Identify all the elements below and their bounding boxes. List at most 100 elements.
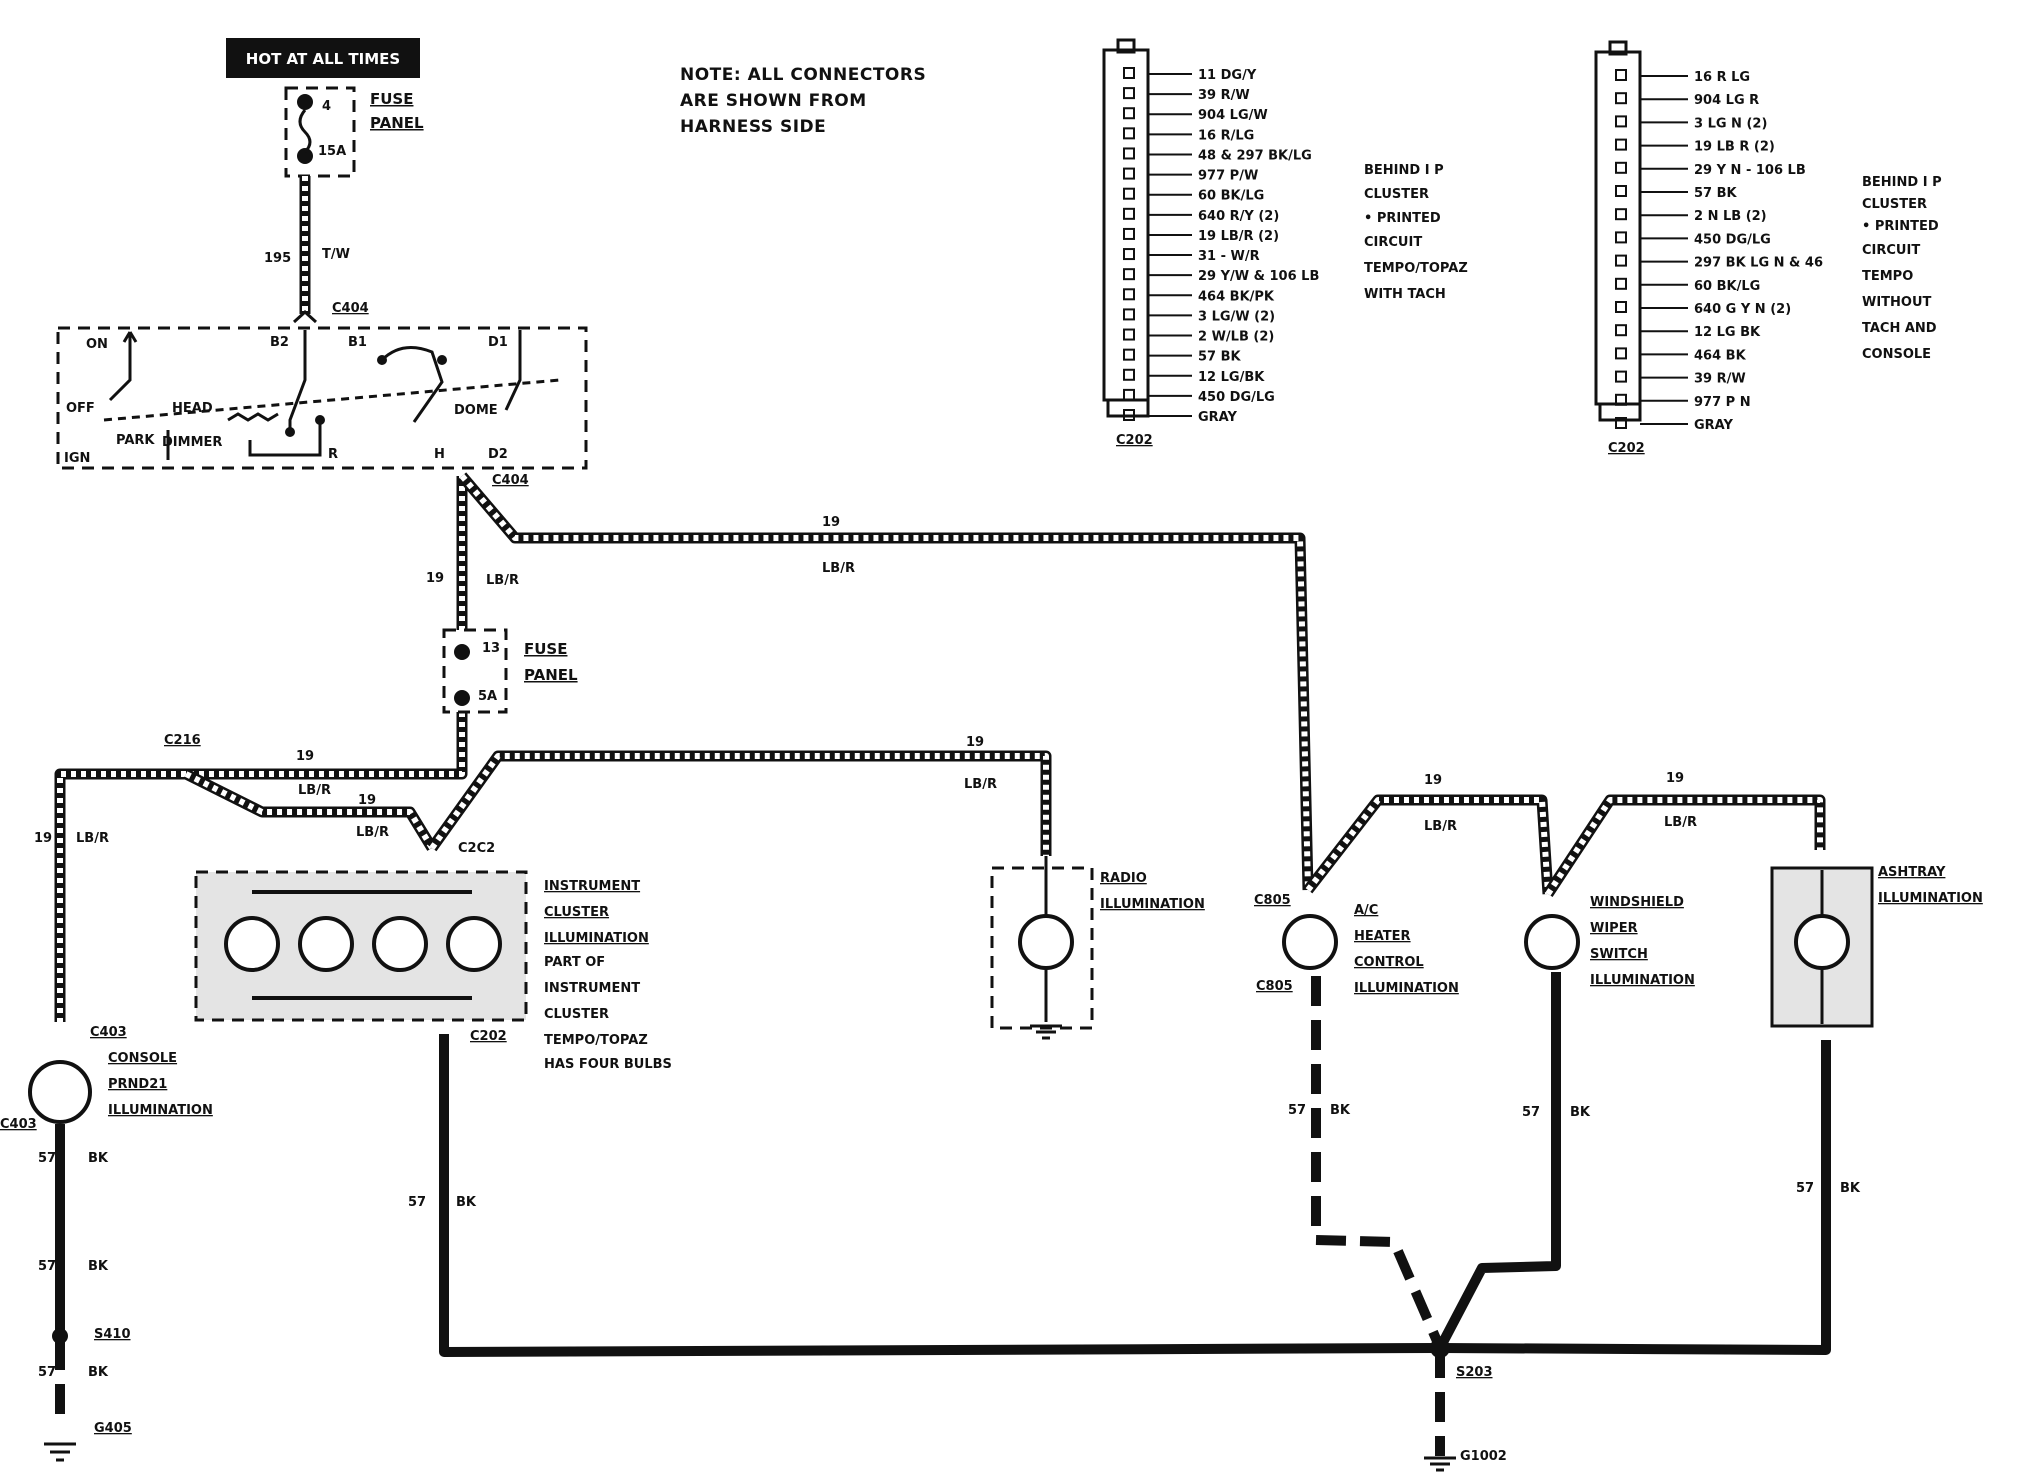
pin-cavity (1615, 185, 1627, 197)
switch-on: ON (86, 337, 108, 352)
pin-label: 60 BK/LG (1694, 279, 1760, 294)
pin-cavity (1123, 167, 1135, 180)
pin-cavity (1615, 324, 1627, 337)
pin-label: 977 P N (1694, 395, 1751, 410)
switch-h: H (434, 447, 445, 462)
gnd-color-6: BK (1570, 1105, 1591, 1120)
ac-heater-illumination (1282, 914, 1338, 970)
hot-label-box (226, 38, 420, 78)
pin-cavity (1123, 147, 1135, 160)
fuse2-rating: 5A (478, 689, 497, 704)
pin-cavity (1123, 388, 1135, 401)
ashtray-label-2: ILLUMINATION (1878, 891, 1983, 906)
switch-d1: D1 (488, 335, 508, 350)
label-color-b: LB/R (822, 561, 855, 576)
pin-label: 450 DG/LG (1198, 390, 1275, 405)
wire195-color: T/W (322, 247, 350, 262)
pin-label: 450 DG/LG (1694, 232, 1771, 247)
connector-c403-top: C403 (90, 1025, 127, 1040)
cv1-desc-1: BEHIND I P (1364, 163, 1444, 178)
gnd-color-2: BK (88, 1259, 109, 1274)
switch-ign: IGN (64, 451, 90, 466)
pin-cavity (1615, 370, 1627, 383)
label-circuit-e: 19 (966, 735, 984, 750)
switch-dome: DOME (454, 403, 498, 418)
pin-cavity (1123, 328, 1135, 341)
switch-r: R (328, 447, 338, 462)
console-label-1: CONSOLE (108, 1051, 177, 1066)
gnd-num-3: 57 (38, 1365, 56, 1380)
gnd-num-7: 57 (1796, 1181, 1814, 1196)
label-circuit-g: 19 (1424, 773, 1442, 788)
label-circuit-d: 19 (358, 793, 376, 808)
connector-c216: C216 (164, 733, 201, 748)
radio-label-1: RADIO (1100, 871, 1147, 886)
wiper-label-4: ILLUMINATION (1590, 973, 1695, 988)
gnd-num-1: 57 (38, 1151, 56, 1166)
radio-illumination (990, 856, 1094, 1040)
switch-connector-bottom: C404 (492, 473, 529, 488)
ac-label-4: ILLUMINATION (1354, 981, 1459, 996)
fuse2-number: 13 (482, 641, 500, 656)
label-color-d: LB/R (356, 825, 389, 840)
console-prnd21-illumination (28, 1060, 92, 1124)
pin-label: GRAY (1694, 418, 1733, 433)
pin-cavity (1615, 417, 1627, 429)
pin-cavity (1615, 138, 1627, 151)
label-circuit-f: 19 (34, 831, 52, 846)
label-color-g: LB/R (1424, 819, 1457, 834)
pin-cavity (1615, 92, 1627, 105)
cluster-bulb-4 (446, 916, 502, 972)
pin-label: 48 & 297 BK/LG (1198, 148, 1312, 163)
fuse1-rating: 15A (318, 144, 346, 159)
gnd-color-5: BK (1330, 1103, 1351, 1118)
ground-g1002-label: G1002 (1460, 1449, 1507, 1464)
pin-cavity (1123, 227, 1135, 240)
pin-cavity (1615, 231, 1627, 244)
pin-label: 977 P/W (1198, 169, 1258, 184)
lbr-wires (54, 472, 1826, 1022)
fuse1-label-2: PANEL (370, 114, 424, 132)
wiper-label-2: WIPER (1590, 921, 1638, 936)
pin-label: 297 BK LG N & 46 (1694, 256, 1823, 271)
ashtray-illumination (1770, 866, 1874, 1028)
pin-cavity (1123, 248, 1135, 261)
switch-b2: B2 (270, 335, 289, 350)
headlamp-switch: C404 ON OFF IGN HEAD PARK DIMMER DOME B2… (56, 301, 588, 488)
pin-cavity (1123, 288, 1135, 301)
label-color-e: LB/R (964, 777, 997, 792)
cv1-desc-4: CIRCUIT (1364, 235, 1422, 250)
cluster-label-8: HAS FOUR BULBS (544, 1057, 672, 1072)
gnd-num-2: 57 (38, 1259, 56, 1274)
switch-b1: B1 (348, 335, 367, 350)
pin-cavity (1123, 187, 1135, 200)
cv2-desc-3: • PRINTED (1862, 219, 1939, 234)
pin-label: 464 BK/PK (1198, 289, 1275, 304)
pin-cavity (1123, 348, 1135, 361)
pin-cavity (1123, 368, 1135, 381)
splice-s203-label: S203 (1456, 1365, 1493, 1380)
cv2-desc-5: TEMPO (1862, 269, 1913, 284)
switch-off: OFF (66, 401, 95, 416)
cv1-desc-2: CLUSTER (1364, 187, 1429, 202)
switch-park: PARK (116, 433, 155, 448)
pin-label: 464 BK (1694, 348, 1747, 363)
connector-c805-bottom: C805 (1256, 979, 1293, 994)
console-label-3: ILLUMINATION (108, 1103, 213, 1118)
note: NOTE: ALL CONNECTORS ARE SHOWN FROM HARN… (680, 65, 926, 137)
note-line-1: NOTE: ALL CONNECTORS (680, 65, 926, 85)
pin-cavity (1123, 67, 1135, 79)
ac-label-1: A/C (1354, 903, 1378, 918)
switch-dimmer: DIMMER (162, 435, 222, 450)
radio-label-2: ILLUMINATION (1100, 897, 1205, 912)
label-color-f: LB/R (76, 831, 109, 846)
cluster-label-2: CLUSTER (544, 905, 609, 920)
pin-cavity (1123, 207, 1135, 220)
pin-label: 11 DG/Y (1198, 68, 1257, 83)
ground-g1002 (1424, 1456, 1456, 1472)
pin-label: 2 N LB (2) (1694, 209, 1767, 224)
pin-label: 31 - W/R (1198, 249, 1260, 264)
